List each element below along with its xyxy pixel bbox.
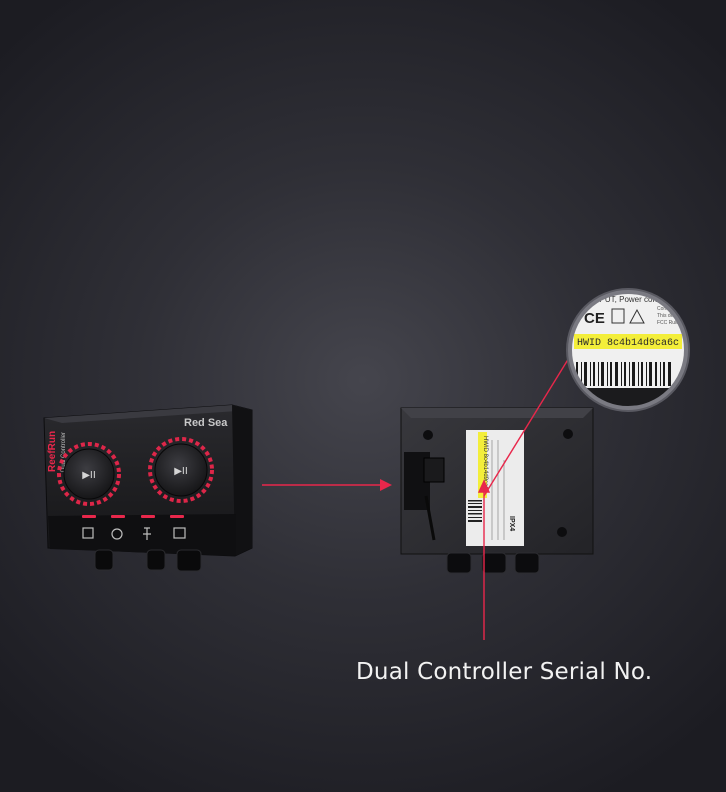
pump-icon [82, 527, 94, 539]
brand-logo: ReefRun [47, 431, 58, 472]
corner-logo: Red Sea [184, 417, 228, 429]
sticker-hwid-text: HWID 8c4b14d9ca6c [482, 436, 488, 493]
warning-icon [629, 308, 645, 324]
power-port-icon [173, 527, 186, 539]
play-pause-icon: ▶II [82, 470, 96, 481]
magnified-label-zoom: V INPUT, Power consump CE Contai This de… [566, 288, 690, 412]
serial-label-sticker: HWID 8c4b14d9ca6c IPX4 [466, 430, 524, 546]
right-knob: ▶II [148, 437, 214, 503]
arrow-right [262, 479, 392, 491]
play-pause-icon: ▶II [174, 466, 188, 477]
sticker-rating-text: IPX4 [508, 516, 515, 531]
ce-mark: CE [584, 310, 605, 327]
zoom-input-line: V INPUT, Power consump [584, 295, 677, 304]
zoom-side-line-1: Contai [657, 306, 671, 312]
weee-icon [611, 308, 625, 324]
status-led-strip [82, 515, 184, 518]
model-label: Dual Controller [61, 432, 67, 472]
left-knob: ▶II [57, 442, 121, 506]
zoom-side-line-2: This devic [657, 313, 680, 319]
front-controller-device: ReefRun Dual Controller Red Sea ▶II ▶II [43, 404, 253, 572]
serial-number-caption: Dual Controller Serial No. [356, 659, 653, 685]
gear-icon [111, 528, 123, 540]
back-controller-device: HWID 8c4b14d9ca6c IPX4 [400, 407, 594, 574]
zoom-side-line-3: FCC Rules [657, 320, 682, 326]
sensor-icon [143, 527, 151, 540]
zoom-hwid-text: HWID 8c4b14d9ca6c [577, 337, 679, 349]
